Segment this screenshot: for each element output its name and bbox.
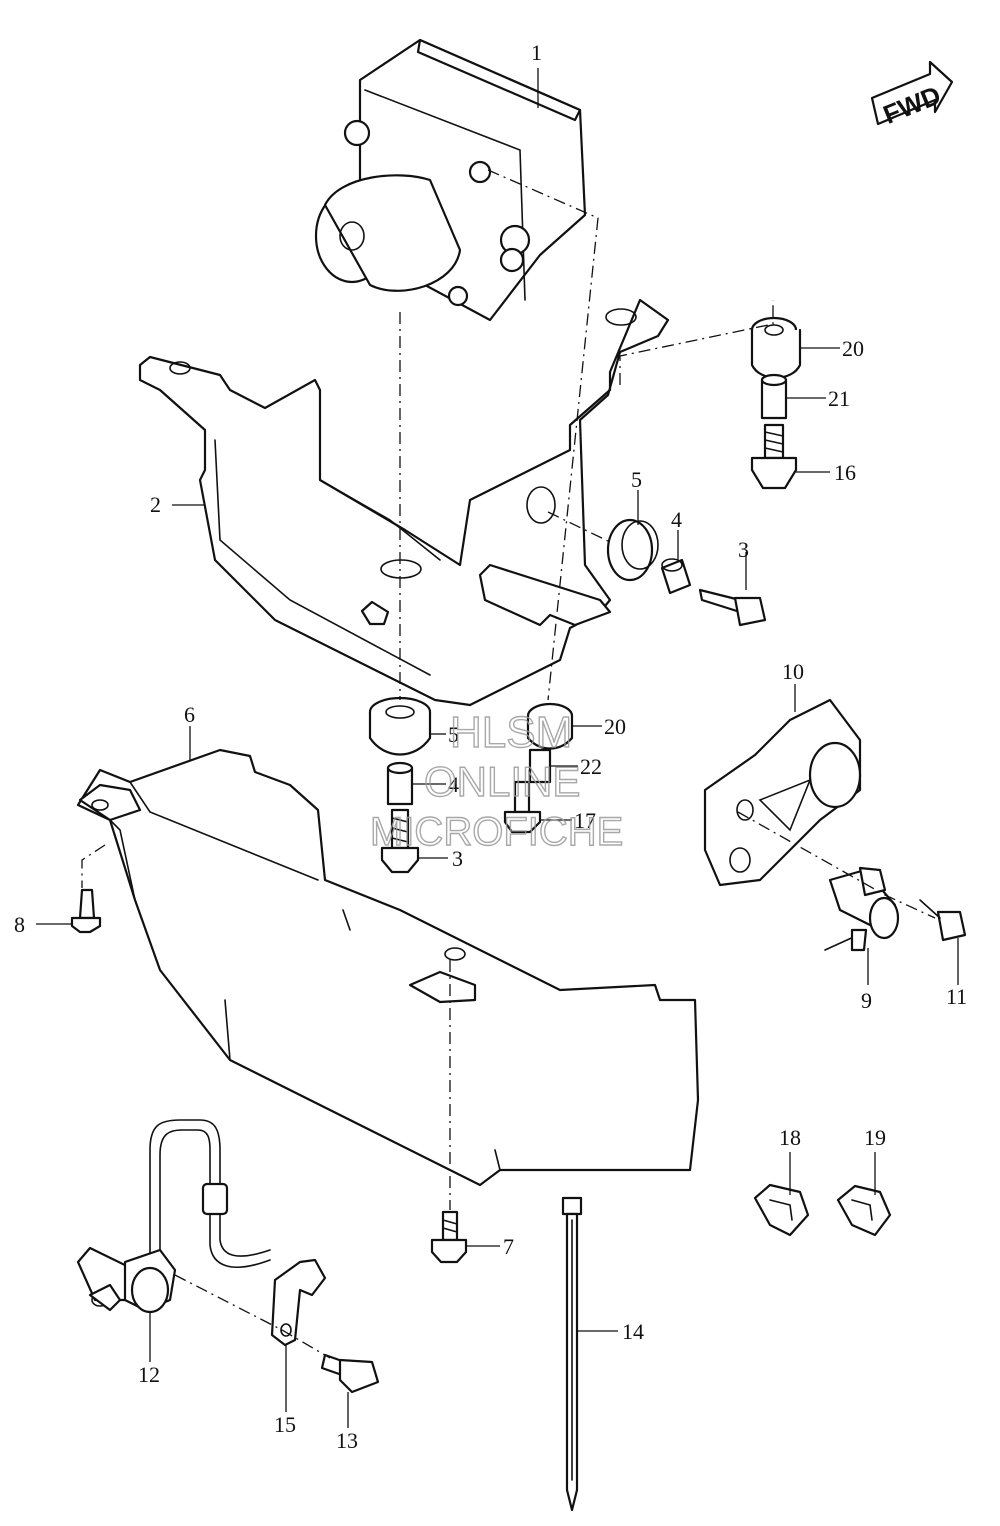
callout-12: 12 — [138, 1362, 160, 1387]
callout-8: 8 — [14, 912, 25, 937]
clamp-19 — [836, 1184, 892, 1237]
fwd-arrow-icon: FWD — [870, 60, 954, 130]
bolt-3-right — [698, 588, 767, 627]
callout-3-right: 3 — [738, 537, 749, 562]
watermark-line-3: MICROFICHE — [370, 810, 623, 854]
speed-sensor-12 — [76, 1119, 271, 1314]
callout-20-top: 20 — [842, 336, 864, 361]
bolt-13 — [320, 1353, 380, 1394]
callout-14: 14 — [622, 1319, 644, 1344]
callout-6: 6 — [184, 702, 195, 727]
callout-20-lower: 20 — [604, 714, 626, 739]
watermark-line-2: ONLINE — [424, 758, 580, 805]
callout-labels: 1 2 3 4 5 20 21 16 10 6 5 4 3 20 22 17 8… — [14, 40, 967, 1453]
collar-4-lower — [386, 761, 414, 806]
bolt-3-lower — [380, 808, 420, 874]
callout-5-lower: 5 — [448, 722, 459, 747]
grommet-5-lower — [368, 696, 432, 756]
callout-15: 15 — [274, 1412, 296, 1437]
callout-17: 17 — [574, 808, 596, 833]
abs-cover — [76, 748, 700, 1187]
watermark: HLSM ONLINE MICROFICHE — [369, 707, 624, 854]
callout-5-right: 5 — [631, 467, 642, 492]
callout-11: 11 — [946, 984, 967, 1009]
callout-19: 19 — [864, 1125, 886, 1150]
leader-lines — [36, 68, 959, 1428]
screw-8 — [70, 888, 102, 934]
abs-bracket — [138, 298, 670, 707]
callout-10: 10 — [782, 659, 804, 684]
callout-7: 7 — [503, 1234, 514, 1259]
bolt-16 — [750, 423, 798, 490]
callout-9: 9 — [861, 988, 872, 1013]
callout-3-lower: 3 — [452, 846, 463, 871]
callout-2: 2 — [150, 492, 161, 517]
callout-4-lower: 4 — [448, 772, 459, 797]
callout-16: 16 — [834, 460, 856, 485]
speed-sensor-9 — [824, 866, 900, 952]
sensor-bracket-10 — [703, 698, 862, 887]
cable-tie-14 — [561, 1196, 583, 1512]
callout-22: 22 — [580, 754, 602, 779]
callout-1: 1 — [531, 40, 542, 65]
callout-4-right: 4 — [671, 507, 682, 532]
bolt-11 — [919, 899, 967, 942]
abs-hydraulic-unit — [314, 38, 587, 322]
callout-21: 21 — [828, 386, 850, 411]
bolt-17 — [503, 780, 542, 834]
bracket-15 — [270, 1258, 327, 1347]
callout-13: 13 — [336, 1428, 358, 1453]
collar-4-right — [660, 558, 692, 595]
watermark-line-1: HLSM — [450, 708, 572, 757]
grommet-5-right — [606, 518, 659, 582]
callout-18: 18 — [779, 1125, 801, 1150]
clamp-18 — [753, 1183, 810, 1237]
grommet-20-lower — [526, 702, 574, 750]
collar-21 — [760, 373, 788, 420]
bolt-7 — [430, 1210, 468, 1264]
grommet-20-top — [750, 316, 802, 379]
alignment-lines — [81, 169, 936, 1359]
